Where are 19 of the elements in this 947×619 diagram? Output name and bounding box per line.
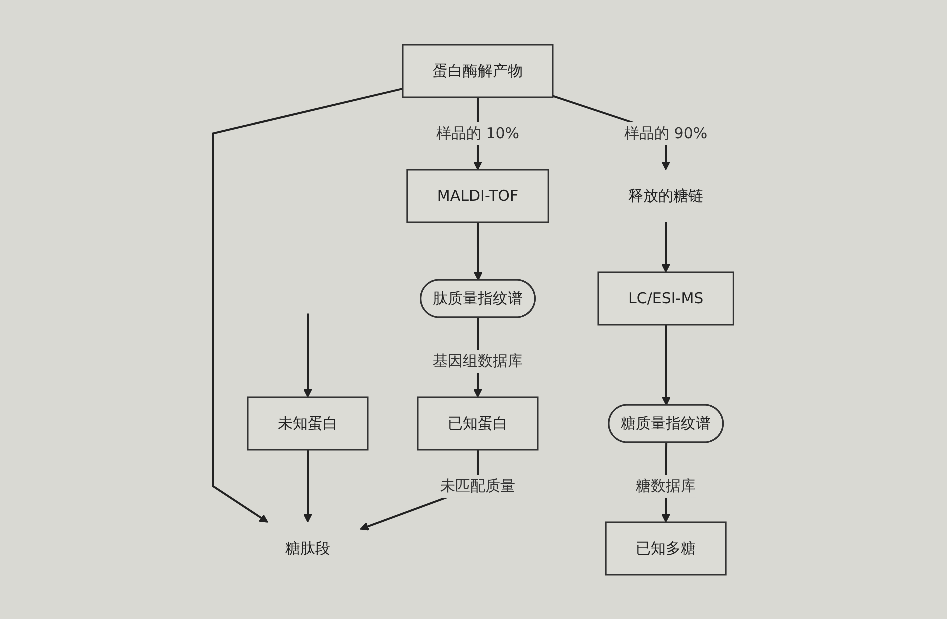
arrow bbox=[304, 313, 313, 398]
node-box: 已知多糖 bbox=[605, 521, 727, 576]
edge-label: 未匹配质量 bbox=[440, 476, 516, 494]
edge-label: 基因组数据库 bbox=[433, 351, 524, 370]
node-text: 糖肽段 bbox=[286, 538, 331, 557]
node-text: 释放的糖链 bbox=[628, 186, 704, 204]
edge-label: 样品的 10% bbox=[436, 124, 520, 142]
node-box: MALDI-TOF bbox=[406, 168, 550, 223]
node-box: 蛋白酶解产物 bbox=[402, 44, 554, 98]
edge-label: 糖数据库 bbox=[636, 476, 696, 494]
edge-label: 样品的 90% bbox=[624, 124, 708, 142]
arrow bbox=[304, 450, 313, 522]
arrow bbox=[212, 87, 404, 522]
arrow bbox=[662, 324, 672, 406]
node-box: LC/ESI-MS bbox=[598, 271, 735, 326]
node-box: 未知蛋白 bbox=[247, 396, 369, 450]
node-box: 已知蛋白 bbox=[417, 396, 539, 450]
arrow bbox=[474, 222, 483, 280]
arrow bbox=[662, 222, 671, 272]
